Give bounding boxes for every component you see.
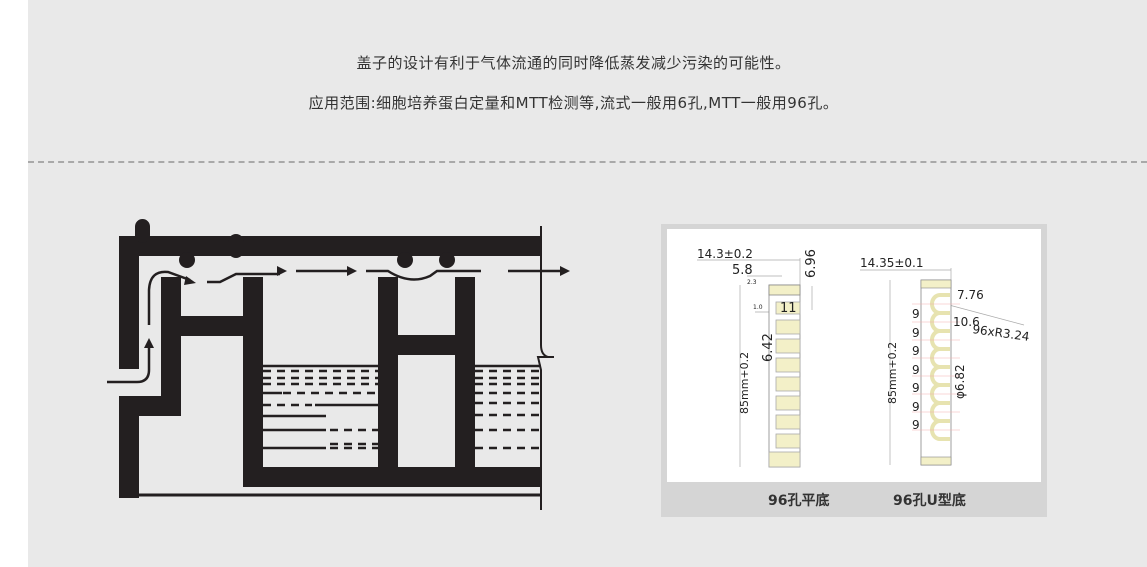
well-wall: [243, 277, 263, 487]
lid-knob: [228, 234, 244, 258]
dim-5-8: 5.8: [732, 263, 753, 278]
dim-diameter: φ6.82: [953, 364, 967, 399]
dim-7-76: 7.76: [957, 288, 984, 302]
dim-radius: 96xR3.24: [972, 322, 1031, 344]
u-bottom-drawing: 14.35±0.1 7.76 10.6 96xR3.24 9 9 9 9 9 9…: [860, 256, 1031, 466]
break-line: [536, 226, 554, 510]
spec-drawing-area: [667, 229, 1041, 482]
dim-pitch: 9: [912, 363, 920, 377]
well-wall: [455, 277, 475, 467]
dim-6-96: 6.96: [804, 249, 819, 278]
dim-pitch: 9: [912, 326, 920, 340]
airflow-arrows: [107, 269, 562, 384]
caption-u-bottom: 96孔U型底: [893, 493, 966, 509]
dim-10-6: 10.6: [953, 315, 980, 329]
dim-pitch: 9: [912, 344, 920, 358]
dim-length: 85mm+0.2: [738, 352, 751, 414]
lid-left-skirt: [119, 236, 139, 369]
lid-top-bar: [119, 236, 540, 256]
dim-width: 14.35±0.1: [860, 256, 924, 270]
dim-length: 85mm+0.2: [886, 342, 899, 404]
plate-outer-wall: [119, 396, 139, 498]
dim-pitch: 9: [912, 307, 920, 321]
plate-bottom: [243, 467, 541, 487]
dim-6-42: 6.42: [761, 333, 776, 362]
dim-2-3: 2.3: [747, 279, 757, 286]
lid-knob: [135, 219, 150, 243]
plate-wall: [161, 277, 181, 416]
dim-pitch: 9: [912, 400, 920, 414]
plate-crossbar: [181, 316, 243, 336]
liquid-lines: [263, 364, 541, 450]
dim-pitch: 9: [912, 381, 920, 395]
caption-flat-bottom: 96孔平底: [768, 493, 830, 509]
lid-bump: [439, 252, 455, 268]
dim-pitch: 9: [912, 418, 920, 432]
description-line-2: 应用范围:细胞培养蛋白定量和MTT检测等,流式一般用6孔,MTT一般用96孔。: [308, 94, 839, 112]
well-wall: [378, 277, 398, 467]
flat-bottom-drawing: 14.3±0.2 5.8 2.3 6.96 1.0 11 6.42 85mm+0…: [697, 247, 819, 468]
arrowheads: [144, 266, 570, 348]
plate-crossbar: [398, 335, 455, 355]
lid-bump: [397, 252, 413, 268]
dim-width: 14.3±0.2: [697, 247, 753, 261]
dashed-divider: [28, 161, 1147, 163]
lid-bump: [179, 252, 195, 268]
dim-11: 11: [780, 301, 797, 316]
description-line-1: 盖子的设计有利于气体流通的同时降低蒸发减少污染的可能性。: [356, 54, 791, 72]
spec-card: 96孔平底 96孔U型底: [661, 224, 1047, 517]
dim-1-0: 1.0: [753, 304, 763, 311]
